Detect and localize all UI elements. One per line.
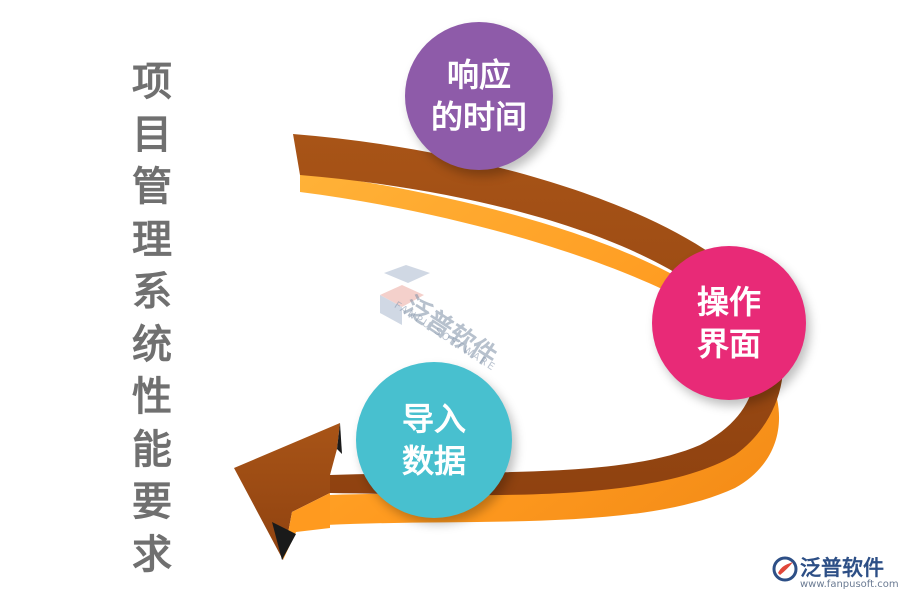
arrowhead-top-face: [234, 423, 340, 560]
bubble-import-data: 导入 数据: [356, 362, 512, 518]
bubble-operation-ui: 操作 界面: [652, 246, 806, 400]
bubble-response-line2: 的时间: [430, 98, 527, 136]
arrowhead-shadow-lower: [272, 522, 296, 560]
arrowhead-shadow: [337, 423, 342, 454]
bubble-response-line1: 响应: [446, 56, 511, 94]
bubble-ui-line1: 操作: [696, 283, 761, 321]
arrow-top-face: [293, 134, 784, 496]
bubble-ui-line2: 界面: [696, 325, 761, 363]
arrowhead-side-face: [283, 493, 330, 560]
bubble-response-time: 响应 的时间: [405, 22, 553, 170]
brand-url: www.fanpusoft.com: [800, 579, 899, 590]
arrow-side-face: [300, 172, 780, 525]
brand-mark-icon: [772, 556, 798, 582]
bubble-import-line1: 导入: [401, 400, 466, 438]
bubble-import-line2: 数据: [401, 442, 466, 480]
brand-name: 泛普软件: [800, 556, 884, 580]
vertical-title: 项目管理系统性能要求: [132, 59, 172, 578]
watermark-logo-icon: [380, 265, 430, 325]
brand-logo: 泛普软件 www.fanpusoft.com: [770, 552, 899, 596]
